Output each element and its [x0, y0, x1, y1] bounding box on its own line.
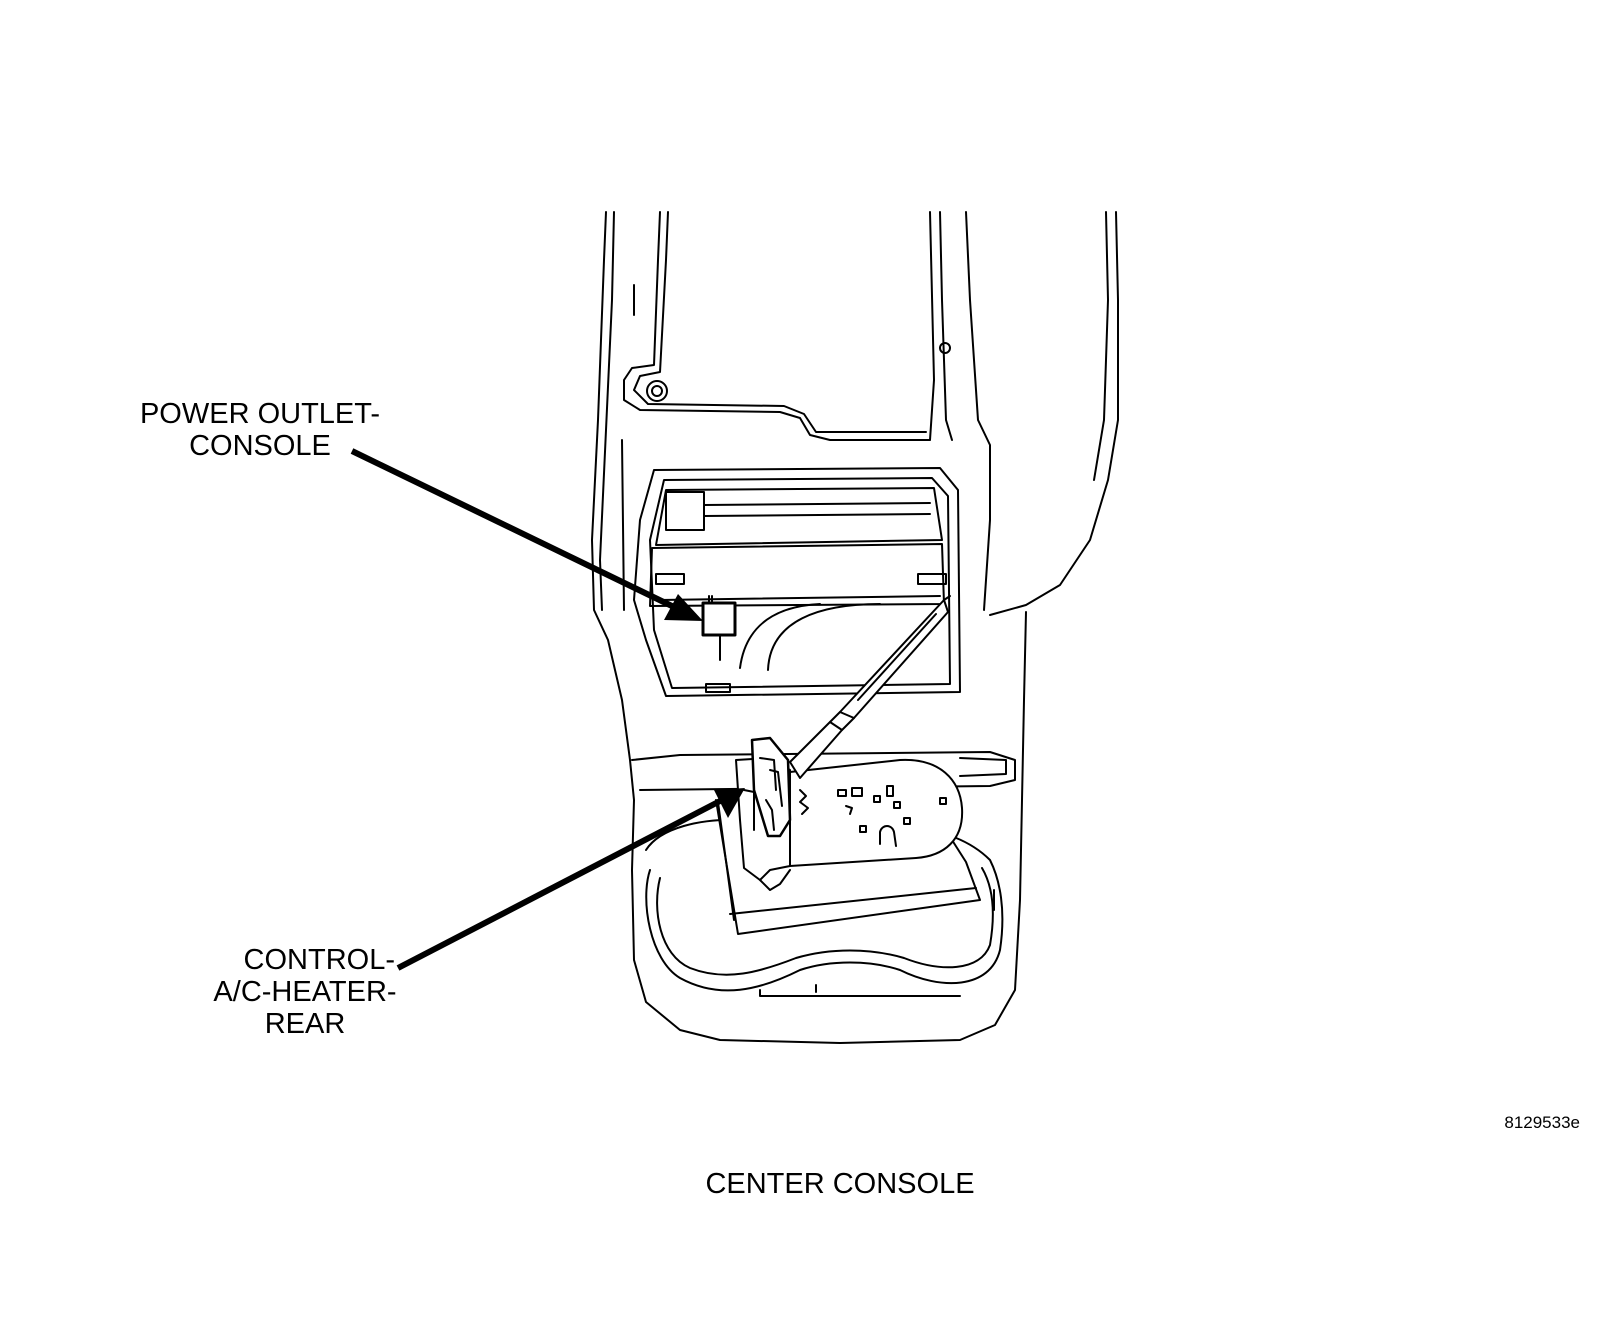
figure-caption: CENTER CONSOLE	[705, 1168, 975, 1200]
storage-bin	[633, 467, 961, 697]
callout-arrows	[350, 448, 745, 971]
control-leader-line	[396, 797, 724, 971]
ac-heater-control-module	[715, 736, 981, 935]
power-outlet	[701, 595, 737, 637]
figure-number: 8129533e	[1504, 1113, 1580, 1132]
trim-tool	[789, 595, 951, 779]
power-outlet-callout-line1: POWER OUTLET-	[139, 398, 381, 430]
console-body	[591, 211, 1119, 1044]
power-outlet-leader-line	[350, 448, 678, 611]
control-callout-line1: CONTROL-	[243, 944, 395, 976]
control-arrowhead	[714, 788, 745, 818]
control-callout: CONTROL- A/C-HEATER- REAR	[205, 944, 405, 1040]
power-outlet-arrowhead	[664, 594, 703, 621]
power-outlet-callout: POWER OUTLET- CONSOLE	[130, 398, 390, 462]
armrest-recess	[621, 211, 991, 611]
control-callout-line2: A/C-HEATER-	[213, 976, 397, 1008]
control-callout-line3: REAR	[264, 1008, 346, 1040]
power-outlet-callout-line2: CONSOLE	[189, 430, 331, 462]
cup-holder	[631, 751, 1016, 997]
